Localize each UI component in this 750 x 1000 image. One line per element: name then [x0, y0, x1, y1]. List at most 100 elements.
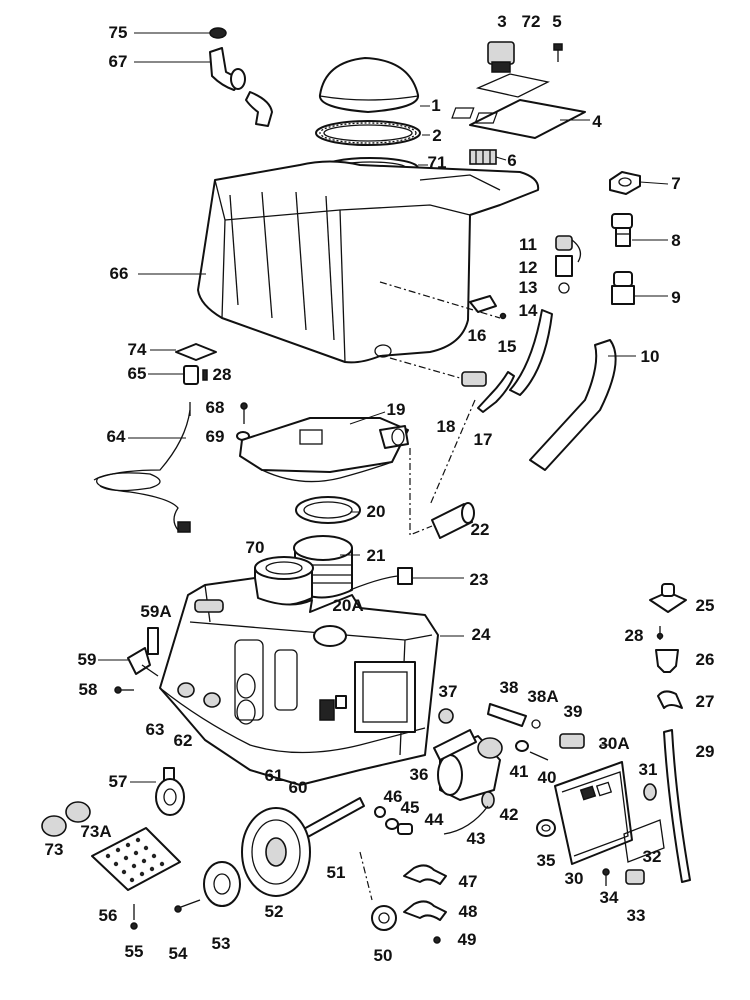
- fitting-9: [611, 271, 635, 305]
- part-label: 15: [497, 337, 517, 356]
- screw-54: [174, 899, 201, 913]
- part-label: 38A: [527, 687, 559, 706]
- part-label: 56: [98, 906, 118, 925]
- screw-58: [114, 686, 134, 694]
- hose-22: [431, 502, 475, 539]
- part-label: 48: [458, 902, 478, 921]
- part-label: 34: [599, 888, 619, 907]
- screw-28-lower: [656, 626, 664, 640]
- part-label: 71: [427, 153, 447, 172]
- power-cord: [93, 402, 191, 533]
- cap-25: [649, 583, 687, 613]
- part-label: 14: [518, 301, 538, 320]
- clamp-47: [403, 864, 447, 885]
- hose-43: [443, 805, 489, 835]
- hose-14: [509, 309, 553, 396]
- fitting-75-67: [209, 27, 273, 127]
- part-label: 29: [695, 742, 715, 761]
- part-label: 6: [507, 151, 517, 170]
- part-label: 20A: [332, 596, 364, 615]
- part-label: 62: [173, 731, 193, 750]
- hose-23: [349, 567, 413, 591]
- gasket-20: [295, 496, 361, 524]
- part-label: 61: [264, 766, 284, 785]
- part-label: 58: [78, 680, 98, 699]
- part-label: 38: [499, 678, 519, 697]
- part-label: 51: [326, 863, 346, 882]
- part-label: 72: [521, 12, 541, 31]
- wheel-52: [241, 807, 311, 897]
- part-label: 17: [473, 430, 493, 449]
- part-label: 46: [383, 787, 403, 806]
- part-label: 67: [108, 52, 128, 71]
- part-label: 33: [626, 906, 646, 925]
- part-label: 21: [366, 546, 386, 565]
- connect-line-15: [379, 281, 501, 319]
- bracket-59A: [147, 627, 159, 655]
- part-label: 26: [695, 650, 715, 669]
- hubcap-53: [203, 861, 241, 907]
- part-label: 75: [108, 23, 128, 42]
- part-label: 9: [671, 288, 681, 307]
- part-label: 66: [109, 264, 129, 283]
- part-label: 69: [205, 427, 225, 446]
- part-label: 19: [386, 400, 406, 419]
- connect-line-tank: [389, 357, 461, 379]
- screw-55: [130, 904, 138, 930]
- part-label: 30: [564, 869, 584, 888]
- caster-57: [155, 767, 185, 816]
- valve-61-60: [319, 695, 347, 721]
- part-label: 54: [168, 944, 188, 963]
- part-label: 8: [671, 231, 681, 250]
- fittings-46-45-44: [374, 806, 413, 835]
- part-label: 74: [127, 340, 147, 359]
- fitting-39: [559, 733, 585, 749]
- part-label: 10: [640, 347, 660, 366]
- part-label: 37: [438, 682, 458, 701]
- part-label: 23: [469, 570, 489, 589]
- pump-36: [433, 729, 503, 801]
- fitting-42: [481, 791, 495, 809]
- decal: [475, 73, 550, 98]
- part-label: 4: [592, 112, 602, 131]
- part-label: 68: [205, 398, 225, 417]
- gasket-ring: [315, 120, 421, 146]
- fitting-50: [371, 905, 397, 931]
- motor-mount-plate: [239, 417, 409, 483]
- part-label: 1: [431, 96, 441, 115]
- part-label: 13: [518, 278, 538, 297]
- part-label: 41: [509, 762, 529, 781]
- clip-27: [657, 690, 683, 709]
- part-label: 47: [458, 872, 478, 891]
- part-label: 73: [44, 840, 64, 859]
- latch-59: [127, 647, 159, 677]
- fitting-35: [536, 819, 556, 837]
- part-label: 3: [497, 12, 507, 31]
- part-label: 55: [124, 942, 144, 961]
- part-label: 64: [106, 427, 126, 446]
- fittings-63-62: [177, 682, 221, 708]
- washer-41-40: [515, 740, 549, 761]
- part-label: 2: [432, 126, 442, 145]
- part-label: 27: [695, 692, 715, 711]
- washer-74: [175, 343, 217, 361]
- caster-73: [41, 801, 91, 837]
- part-label: 12: [518, 258, 538, 277]
- part-label: 18: [436, 417, 456, 436]
- part-label: 28: [624, 626, 644, 645]
- control-panel-30A: [554, 761, 633, 865]
- grille-56: [91, 827, 181, 891]
- fitting-31: [643, 783, 657, 801]
- fitting-18-17: [461, 371, 515, 413]
- part-label: 59: [77, 650, 97, 669]
- fitting-16-15: [469, 295, 507, 320]
- screw-68-69: [236, 402, 250, 441]
- part-label: 44: [424, 810, 444, 829]
- part-label: 7: [671, 174, 681, 193]
- hose-10: [529, 339, 617, 471]
- part-label: 70: [245, 538, 265, 557]
- fitting-33: [625, 869, 645, 885]
- part-label: 40: [537, 768, 557, 787]
